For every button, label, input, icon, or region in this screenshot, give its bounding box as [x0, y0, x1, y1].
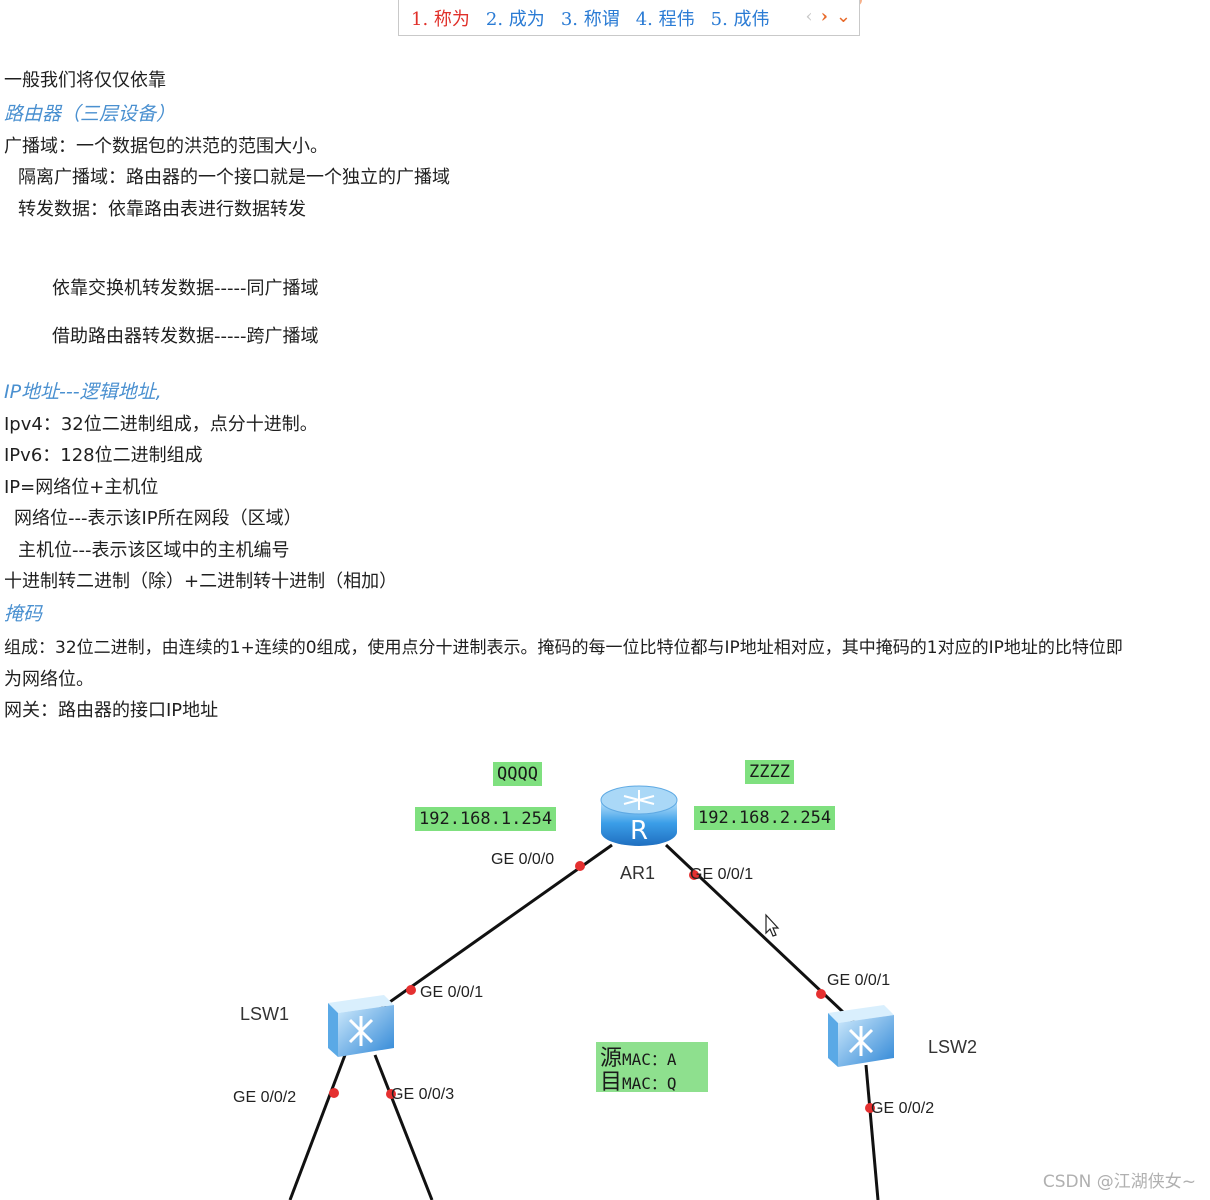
doc-line-network-bits: 网络位---表示该IP所在网段（区域） [14, 508, 302, 529]
mac-dst-char: 目 [600, 1070, 623, 1095]
port-dot [575, 861, 585, 871]
lsw2-name: LSW2 [928, 1037, 978, 1057]
tag-right-ip: 192.168.2.254 [694, 806, 836, 830]
tag-left-name: QQQQ [493, 762, 542, 786]
doc-line-router: 借助路由器转发数据-----跨广播域 [52, 326, 319, 347]
port-lsw2-up: GE 0/0/1 [827, 972, 891, 989]
mac-annotation: 源MAC：A 目MAC：Q [596, 1042, 708, 1095]
port-dot [329, 1088, 339, 1098]
port-lsw1-down-left: GE 0/0/2 [233, 1089, 297, 1106]
ime-candidate-bar: 1. 称为 2. 成为 3. 称谓 4. 程伟 5. 成伟 ‹ › ⌄ [398, 0, 860, 36]
tag-right-name: ZZZZ [745, 760, 794, 784]
port-ar1-right: GE 0/0/1 [690, 866, 754, 883]
heading-mask: 掩码 [4, 603, 43, 625]
heading-router: 路由器（三层设备） [4, 103, 176, 125]
switch-icon [328, 995, 394, 1057]
link-ar1-lsw1 [359, 843, 613, 1025]
ime-candidate-4[interactable]: 4. 程伟 [635, 8, 695, 30]
ime-candidate-3[interactable]: 3. 称谓 [560, 8, 620, 30]
chevron-down-icon[interactable]: ⌄ [835, 6, 851, 27]
port-dot [406, 985, 416, 995]
doc-line-conversion: 十进制转二进制（除）+二进制转十进制（相加） [4, 571, 398, 592]
mac-src-char: 源 [600, 1046, 623, 1071]
doc-line-isolate: 隔离广播域：路由器的一个接口就是一个独立的广播域 [18, 167, 450, 188]
router-name: AR1 [620, 863, 656, 883]
doc-line-ipv4: Ipv4：32位二进制组成，点分十进制。 [4, 414, 318, 435]
router-letter: R [630, 816, 649, 846]
port-dot [816, 989, 826, 999]
ime-candidate-1[interactable]: 1. 称为 [411, 8, 470, 30]
doc-line-forward: 转发数据：依靠路由表进行数据转发 [18, 199, 306, 220]
network-diagram: R QQQQ ZZZZ 192.168.1.254 192.168.2.254 … [0, 730, 1210, 1200]
mac-src-text: MAC：A [622, 1050, 677, 1069]
link-lsw2-down [864, 1064, 880, 1200]
lsw1-name: LSW1 [240, 1004, 290, 1024]
csdn-watermark: CSDN @江湖侠女~ [1042, 1172, 1196, 1192]
doc-line-host-bits: 主机位---表示该区域中的主机编号 [18, 540, 290, 561]
mouse-cursor-icon [765, 913, 780, 937]
port-dot [386, 1089, 396, 1099]
chevron-right-icon[interactable]: › [820, 6, 828, 27]
router-icon [600, 785, 678, 846]
switch-icon [828, 1005, 894, 1067]
doc-line-ipv6: IPv6：128位二进制组成 [4, 445, 203, 466]
chevron-left-icon[interactable]: ‹ [805, 6, 813, 27]
port-lsw1-down-right: GE 0/0/3 [391, 1086, 455, 1103]
ime-nav: ‹ › ⌄ [806, 6, 852, 27]
ime-candidate-2[interactable]: 2. 成为 [485, 8, 545, 30]
tag-left-ip: 192.168.1.254 [415, 807, 557, 831]
mac-dst-text: MAC：Q [622, 1074, 677, 1093]
doc-line-mask-cont: 为网络位。 [4, 669, 94, 690]
heading-ip: IP地址---逻辑地址, [4, 381, 162, 403]
ime-candidate-5[interactable]: 5. 成伟 [710, 8, 770, 30]
doc-line-ip-formula: IP=网络位+主机位 [4, 477, 159, 498]
port-lsw2-down: GE 0/0/2 [871, 1100, 935, 1117]
link-lsw1-left [288, 1054, 347, 1200]
link-lsw1-right [373, 1054, 434, 1200]
doc-line-gateway: 网关：路由器的接口IP地址 [4, 700, 219, 721]
port-dot [689, 870, 699, 880]
doc-line-switch: 依靠交换机转发数据-----同广播域 [52, 278, 319, 299]
port-dot [865, 1103, 875, 1113]
doc-line-mask: 组成：32位二进制，由连续的1+连续的0组成，使用点分十进制表示。掩码的每一位比… [4, 638, 1123, 658]
doc-line-1: 一般我们将仅仅依靠 [4, 70, 166, 91]
diagram-links [288, 785, 894, 1200]
port-lsw1-up: GE 0/0/1 [420, 984, 484, 1001]
doc-line-broadcast: 广播域：一个数据包的洪范的范围大小。 [4, 136, 328, 157]
port-ar1-left: GE 0/0/0 [491, 851, 555, 868]
